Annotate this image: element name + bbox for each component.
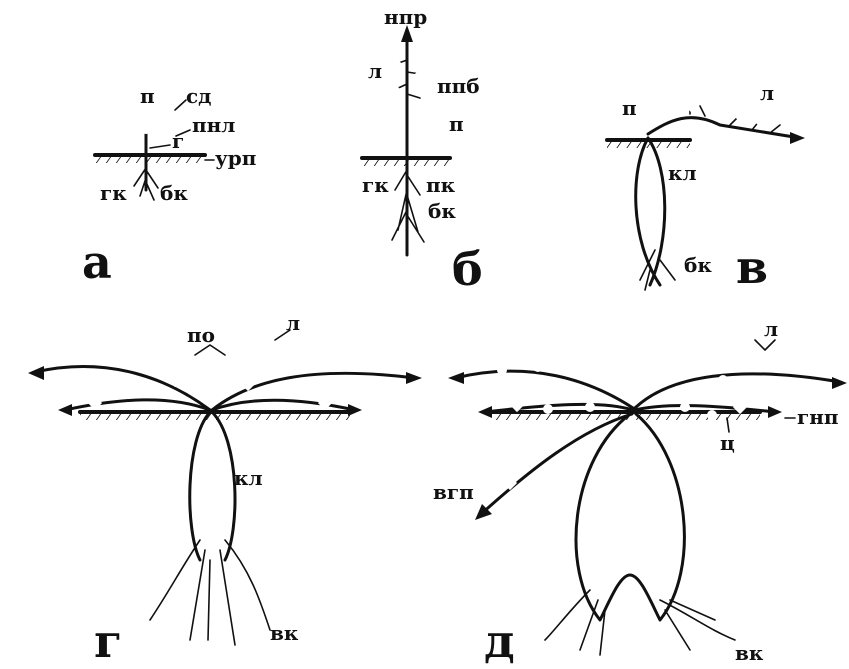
label-a-sd: сд <box>186 84 212 108</box>
panel-a-seedling: п сд пнл г урп гк бк а <box>82 84 256 289</box>
label-g-vk: вк <box>270 621 299 645</box>
label-b-gk: гк <box>362 173 389 197</box>
label-a-p: п <box>140 84 155 108</box>
label-a-pnl: пнл <box>192 113 235 137</box>
label-a-gk: гк <box>100 181 127 205</box>
label-v-kl: кл <box>668 161 697 185</box>
panel-b-young-plant: нпр л ппб п гк пк бк б <box>362 5 483 296</box>
label-b-npr: нпр <box>384 5 427 29</box>
panel-label-g: г <box>94 614 122 668</box>
label-d-vgp: вгп <box>433 480 474 504</box>
label-v-bk: бк <box>684 253 712 277</box>
apical-bud <box>142 126 150 134</box>
label-b-l: л <box>368 59 382 83</box>
label-a-g: г <box>172 129 184 153</box>
label-d-gnp: гнп <box>797 405 839 429</box>
label-v-p: п <box>622 96 637 120</box>
label-d-l: л <box>764 317 778 341</box>
panel-label-b: б <box>452 242 483 296</box>
label-b-p: п <box>449 112 464 136</box>
panel-label-a: а <box>82 235 112 289</box>
label-b-bk: бк <box>428 199 456 223</box>
label-b-ppb: ппб <box>437 74 480 98</box>
label-a-bk: бк <box>160 181 188 205</box>
panel-label-v: в <box>736 240 768 294</box>
label-g-po: по <box>187 323 215 347</box>
panel-label-d: д <box>484 614 515 668</box>
panel-d-old-plant: л гнп ц вгп вк д <box>433 317 847 668</box>
panel-v-rosette: п л кл бк в <box>607 81 805 294</box>
label-a-urp: урп <box>215 146 256 170</box>
panel-g-mature-plant: по л кл вк г <box>28 311 422 668</box>
label-g-l: л <box>286 311 300 335</box>
label-g-kl: кл <box>234 466 263 490</box>
label-v-l: л <box>760 81 774 105</box>
label-b-pk: пк <box>426 173 456 197</box>
label-d-vk: вк <box>735 641 764 665</box>
label-d-ts: ц <box>720 431 735 455</box>
